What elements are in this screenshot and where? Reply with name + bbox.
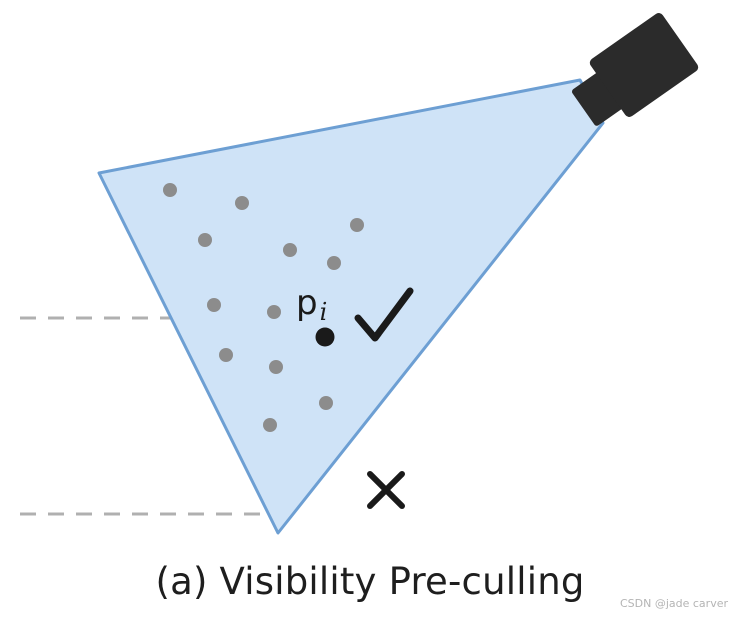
watermark: CSDN @jade carver bbox=[619, 597, 728, 610]
sample-point bbox=[207, 298, 221, 312]
camera-lens bbox=[571, 70, 627, 126]
camera-icon bbox=[571, 13, 699, 126]
key-point-letter: p bbox=[296, 283, 318, 323]
sample-point bbox=[235, 196, 249, 210]
key-point-label: pi bbox=[296, 283, 327, 326]
sample-point bbox=[350, 218, 364, 232]
check-icon bbox=[354, 287, 414, 342]
sample-point bbox=[219, 348, 233, 362]
sample-point bbox=[163, 183, 177, 197]
camera-body bbox=[589, 13, 699, 117]
view-frustum bbox=[97, 78, 605, 535]
sample-point bbox=[283, 243, 297, 257]
sample-point bbox=[269, 360, 283, 374]
sample-point bbox=[267, 305, 281, 319]
cross-icon bbox=[367, 471, 405, 509]
key-point-subscript: i bbox=[320, 298, 328, 326]
sample-point bbox=[319, 396, 333, 410]
key-point bbox=[315, 327, 335, 347]
sample-point bbox=[327, 256, 341, 270]
sample-points bbox=[163, 183, 364, 432]
cross-stroke-b bbox=[367, 471, 405, 509]
sample-point bbox=[198, 233, 212, 247]
sample-point bbox=[263, 418, 277, 432]
figure-caption: (a) Visibility Pre-culling bbox=[155, 560, 585, 603]
